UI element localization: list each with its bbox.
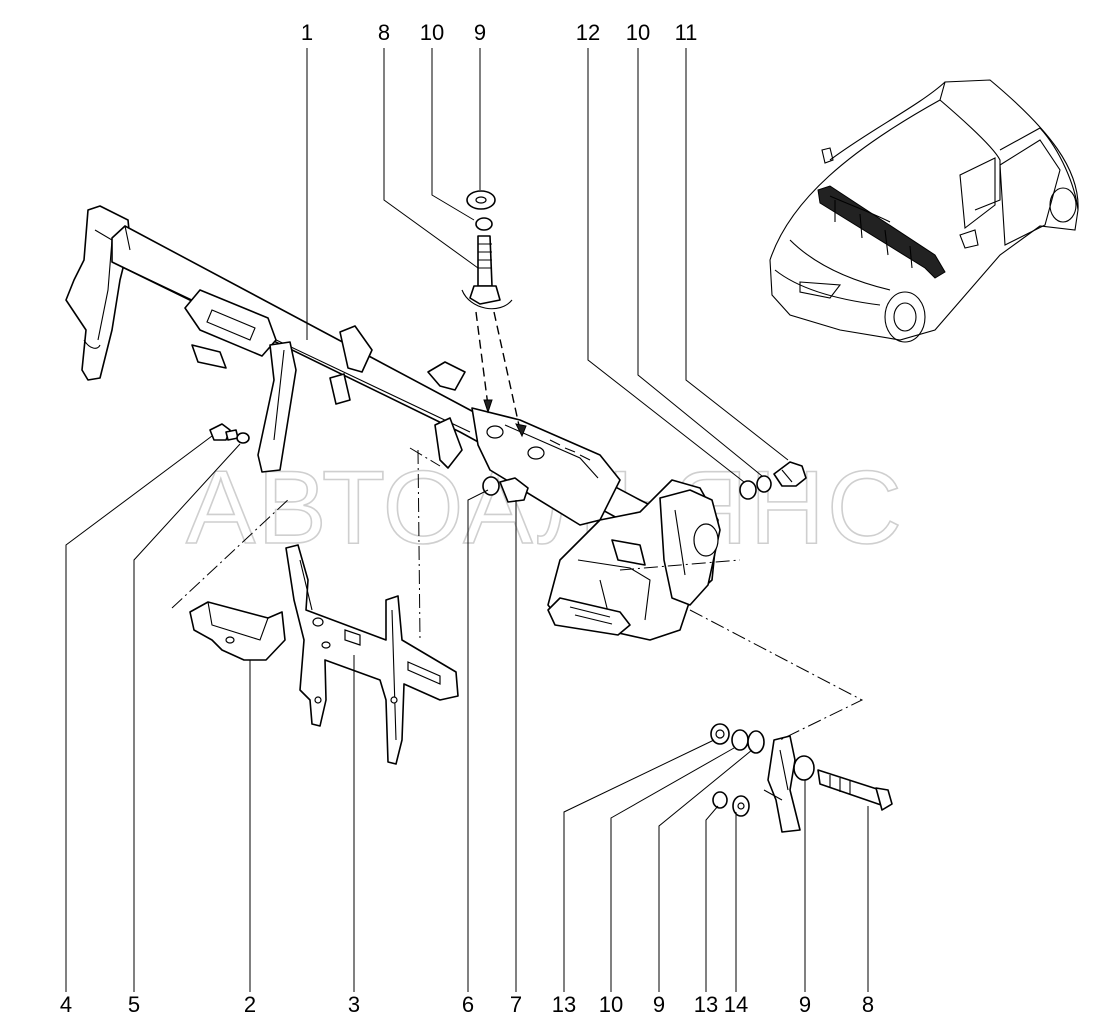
middle-fastener-group — [482, 476, 529, 503]
callout-label: 1 — [301, 20, 313, 45]
right-fastener-group — [739, 461, 807, 500]
callout-label: 10 — [420, 20, 444, 45]
callout-label: 10 — [626, 20, 650, 45]
callout-label: 8 — [378, 20, 390, 45]
callout-label: 2 — [244, 992, 256, 1017]
callout-label: 8 — [862, 992, 874, 1017]
callout-label: 3 — [348, 992, 360, 1017]
callout-label: 9 — [653, 992, 665, 1017]
bracket-part-2 — [189, 601, 286, 661]
lower-right-fastener-group — [710, 723, 893, 833]
callout-label: 12 — [576, 20, 600, 45]
callout-label: 13 — [552, 992, 576, 1017]
callouts-bottom: 4 5 2 3 6 7 13 10 9 13 14 9 8 — [60, 992, 874, 1017]
callout-label: 14 — [724, 992, 748, 1017]
callout-label: 6 — [462, 992, 474, 1017]
callout-label: 5 — [128, 992, 140, 1017]
callouts-top: 1 8 10 9 12 10 11 — [301, 20, 698, 45]
plate-part-3 — [285, 544, 459, 765]
cross-member-part-1 — [65, 205, 721, 641]
callout-label: 7 — [510, 992, 522, 1017]
alignment-lines — [171, 447, 864, 741]
callout-label: 4 — [60, 992, 72, 1017]
callout-label: 11 — [675, 20, 698, 45]
car-inset — [769, 79, 1079, 343]
callout-label: 10 — [599, 992, 623, 1017]
callout-label: 9 — [474, 20, 486, 45]
callout-label: 9 — [799, 992, 811, 1017]
callout-label: 13 — [694, 992, 718, 1017]
left-fastener-group — [209, 423, 250, 444]
leader-lines — [65, 48, 869, 992]
top-fastener-group — [461, 190, 527, 438]
